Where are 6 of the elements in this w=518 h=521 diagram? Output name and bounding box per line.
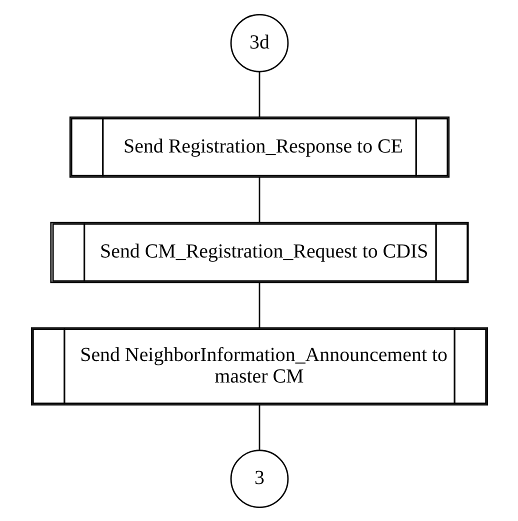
node-circle: 3d [230,13,288,72]
connector [258,404,260,450]
connector [258,176,260,222]
node-circle: 3 [230,449,288,508]
connector [258,71,260,117]
connector [258,282,260,328]
